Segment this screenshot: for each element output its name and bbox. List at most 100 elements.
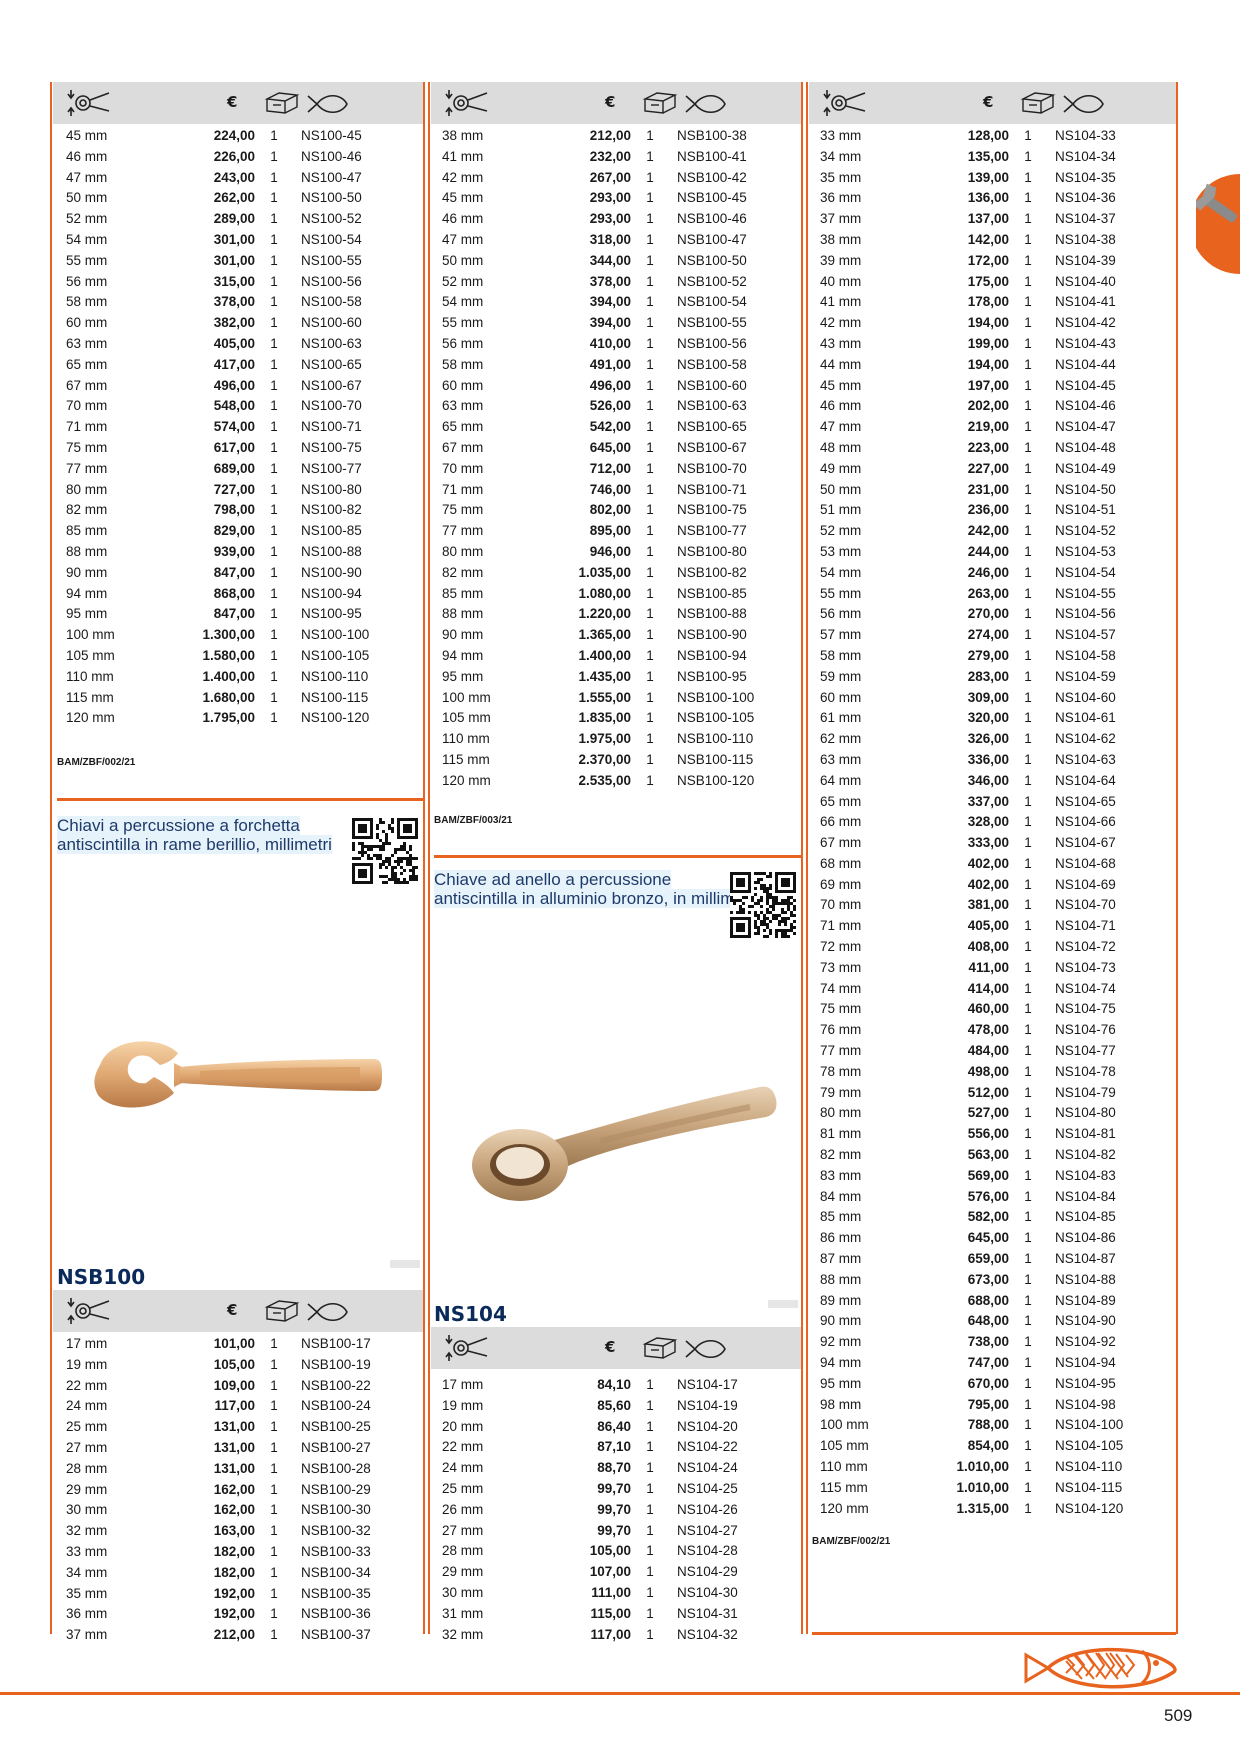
size-cell: 85 mm (820, 1209, 862, 1225)
price-cell: 226,00 (213, 148, 255, 164)
article-code-cell: NS100-46 (301, 148, 362, 164)
article-code-cell: NS104-34 (1055, 148, 1116, 164)
quantity-cell: 1 (1024, 980, 1032, 996)
price-cell: 320,00 (967, 710, 1009, 726)
product-image-open-end-wrench (94, 1041, 382, 1108)
quantity-cell: 1 (1024, 1500, 1032, 1516)
size-cell: 47 mm (442, 231, 484, 247)
quantity-cell: 1 (1024, 502, 1032, 518)
article-code-cell: NS100-85 (301, 523, 362, 539)
quantity-cell: 1 (270, 523, 278, 539)
price-cell: 105,00 (589, 1543, 631, 1559)
price-cell: 648,00 (967, 1313, 1009, 1329)
size-cell: 43 mm (820, 335, 862, 351)
quantity-cell: 1 (1024, 148, 1032, 164)
quantity-cell: 1 (1024, 627, 1032, 643)
size-cell: 67 mm (442, 439, 484, 455)
price-cell: 378,00 (589, 273, 631, 289)
quantity-cell: 1 (1024, 335, 1032, 351)
price-cell: 128,00 (967, 128, 1009, 143)
price-cell: 460,00 (967, 1001, 1009, 1017)
quantity-cell: 1 (1024, 814, 1032, 830)
size-cell: 80 mm (820, 1105, 862, 1121)
price-cell: 670,00 (967, 1375, 1009, 1391)
article-code-cell: NS100-60 (301, 315, 362, 331)
size-cell: 40 mm (820, 273, 862, 289)
article-code-cell: NS104-52 (1055, 523, 1116, 539)
price-cell: 85,60 (597, 1397, 631, 1413)
quantity-cell: 1 (1024, 564, 1032, 580)
quantity-cell: 1 (646, 190, 654, 206)
quantity-cell: 1 (1024, 1063, 1032, 1079)
article-code-cell: NSB100-54 (677, 294, 747, 310)
article-code-cell: NSB100-71 (677, 481, 747, 497)
quantity-cell: 1 (646, 1439, 654, 1455)
quantity-cell: 1 (646, 1501, 654, 1517)
article-code-cell: NSB100-77 (677, 523, 747, 539)
quantity-cell: 1 (270, 148, 278, 164)
table-header: € (809, 82, 1176, 124)
price-cell: 659,00 (967, 1251, 1009, 1267)
article-code-cell: NSB100-47 (677, 231, 747, 247)
article-code-cell: NS100-65 (301, 356, 362, 372)
size-cell: 115 mm (820, 1479, 868, 1495)
quantity-cell: 1 (646, 1564, 654, 1580)
fish-icon (685, 1339, 726, 1359)
price-cell: 617,00 (213, 439, 255, 455)
package-icon (1020, 92, 1056, 114)
article-code-cell: NS104-41 (1055, 294, 1116, 310)
price-cell: 727,00 (213, 481, 255, 497)
quantity-cell: 1 (646, 1397, 654, 1413)
size-cell: 34 mm (820, 148, 862, 164)
price-cell: 336,00 (967, 751, 1009, 767)
quantity-cell: 1 (1024, 1001, 1032, 1017)
size-cell: 94 mm (442, 647, 484, 663)
price-cell: 556,00 (967, 1126, 1009, 1142)
size-cell: 58 mm (442, 356, 484, 372)
article-code-cell: NS104-79 (1055, 1084, 1116, 1100)
price-cell: 87,10 (597, 1439, 631, 1455)
size-cell: 90 mm (820, 1313, 862, 1329)
article-code-cell: NS104-66 (1055, 814, 1116, 830)
article-code-cell: NSB100-55 (677, 315, 747, 331)
quantity-cell: 1 (270, 502, 278, 518)
price-cell: 802,00 (589, 502, 631, 518)
price-cell: 382,00 (213, 315, 255, 331)
quantity-cell: 1 (646, 689, 654, 705)
article-code-cell: NS104-86 (1055, 1230, 1116, 1246)
quantity-cell: 1 (646, 273, 654, 289)
size-cell: 63 mm (820, 751, 862, 767)
size-cell: 100 mm (820, 1417, 869, 1433)
quantity-cell: 1 (1024, 1022, 1032, 1038)
quantity-cell: 1 (1024, 439, 1032, 455)
size-cell: 50 mm (66, 190, 108, 206)
price-cell: 491,00 (589, 356, 631, 372)
quantity-cell: 1 (646, 523, 654, 539)
price-cell: 1.435,00 (578, 668, 631, 684)
size-cell: 63 mm (442, 398, 484, 414)
